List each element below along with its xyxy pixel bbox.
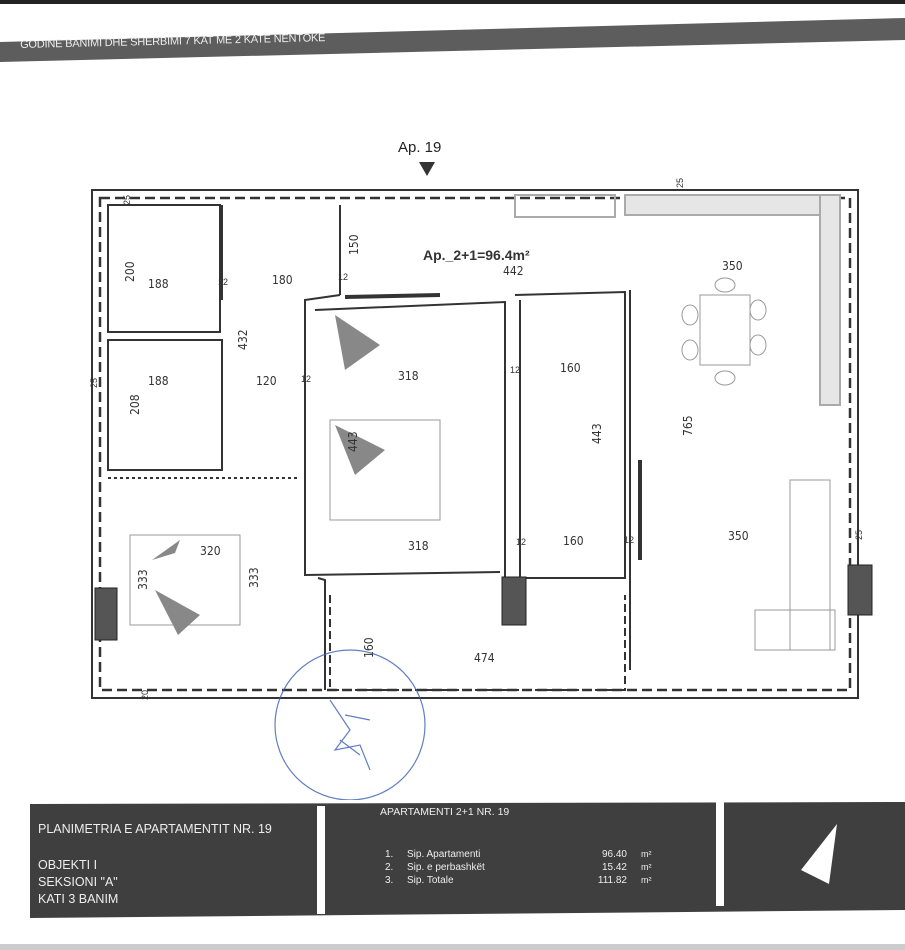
apartment-marker: Ap. 19 <box>398 139 441 156</box>
wall-thickness-label: 25 <box>122 195 132 205</box>
dimension-label: 200 <box>123 261 137 282</box>
dimension-label: 474 <box>474 651 495 665</box>
area-row: 1. Sip. Apartamenti 96.40 m² <box>385 849 671 860</box>
dimension-label: 350 <box>722 259 743 273</box>
row-number: 3. <box>385 875 394 886</box>
bathroom-1 <box>107 204 221 333</box>
apartment-title: APARTAMENTI 2+1 NR. 19 <box>380 806 510 818</box>
wall-thickness-label: 20 <box>140 690 150 700</box>
insulation-line <box>98 196 852 692</box>
light-wedge <box>335 315 380 370</box>
dimension-label: 160 <box>560 361 581 375</box>
row-label: Sip. Apartamenti <box>407 849 481 860</box>
light-wedge <box>155 590 200 635</box>
dimension-label: 432 <box>236 329 250 350</box>
wall-thickness-label: 12 <box>510 365 520 375</box>
wall-thickness-label: 25 <box>675 178 685 188</box>
row-number: 2. <box>385 862 394 873</box>
floor-label: KATI 3 BANIM <box>38 892 119 906</box>
dimension-label: 160 <box>362 637 376 658</box>
plan-title: PLANIMETRIA E APARTAMENTIT NR. 19 <box>38 822 272 836</box>
dimension-label: 765 <box>681 415 695 436</box>
dimension-label: 180 <box>272 273 293 287</box>
section-label: SEKSIONI "A" <box>38 875 118 889</box>
row-unit: m² <box>641 862 652 872</box>
column <box>847 564 873 616</box>
row-value: 15.42 <box>601 862 627 873</box>
divider <box>716 802 724 906</box>
dimension-label: 188 <box>148 277 169 291</box>
divider <box>317 806 325 914</box>
wall-thickness-label: 12 <box>516 537 526 547</box>
row-unit: m² <box>641 849 652 859</box>
area-row: 3. Sip. Totale 111.82 m² <box>385 875 671 886</box>
row-label: Sip. Totale <box>407 875 454 886</box>
wall-thickness-label: 25 <box>854 530 864 540</box>
row-value: 111.82 <box>597 875 627 886</box>
dimension-label: 333 <box>136 569 150 590</box>
dimension-label: 320 <box>200 544 221 558</box>
column <box>94 587 118 641</box>
outer-wall <box>91 189 859 699</box>
dimension-label: 120 <box>256 374 277 388</box>
row-value: 96.40 <box>601 849 627 860</box>
area-row: 2. Sip. e perbashkët 15.42 m² <box>385 862 671 873</box>
entrance-arrow-icon <box>419 162 435 176</box>
dimension-label: 443 <box>346 431 360 452</box>
wall-thickness-label: 12 <box>624 535 634 545</box>
light-wedge <box>335 425 385 475</box>
light-wedge <box>152 540 180 560</box>
object-label: OBJEKTI I <box>38 858 98 872</box>
scan-edge <box>0 944 905 950</box>
floor-plan: Ap. 19 Ap._2+1=96.4m² 442 350 350 188 18… <box>89 139 873 800</box>
wall-thickness-label: 25 <box>89 378 99 388</box>
dimension-label: 188 <box>148 374 169 388</box>
column <box>501 576 527 626</box>
dimension-label: 443 <box>590 423 604 444</box>
scan-edge <box>0 0 905 4</box>
wall-thickness-label: 12 <box>338 272 348 282</box>
wall-thickness-label: 12 <box>218 277 228 287</box>
dimension-label: 150 <box>347 234 361 255</box>
dimension-label: 318 <box>408 539 429 553</box>
dimension-label: 318 <box>398 369 419 383</box>
official-stamp <box>274 649 426 800</box>
row-number: 1. <box>385 849 394 860</box>
row-unit: m² <box>641 875 652 885</box>
dimension-label: 333 <box>247 567 261 588</box>
dimension-label: 350 <box>728 529 749 543</box>
dimension-label: 160 <box>563 534 584 548</box>
dimension-label: 208 <box>128 394 142 415</box>
north-arrow-icon <box>801 824 837 884</box>
title-block: PLANIMETRIA E APARTAMENTIT NR. 19 OBJEKT… <box>30 802 905 918</box>
row-label: Sip. e perbashkët <box>407 862 485 873</box>
dimension-label: 442 <box>503 264 524 278</box>
wall-thickness-label: 12 <box>301 374 311 384</box>
storage-room <box>107 339 223 471</box>
area-label: Ap._2+1=96.4m² <box>423 247 530 263</box>
